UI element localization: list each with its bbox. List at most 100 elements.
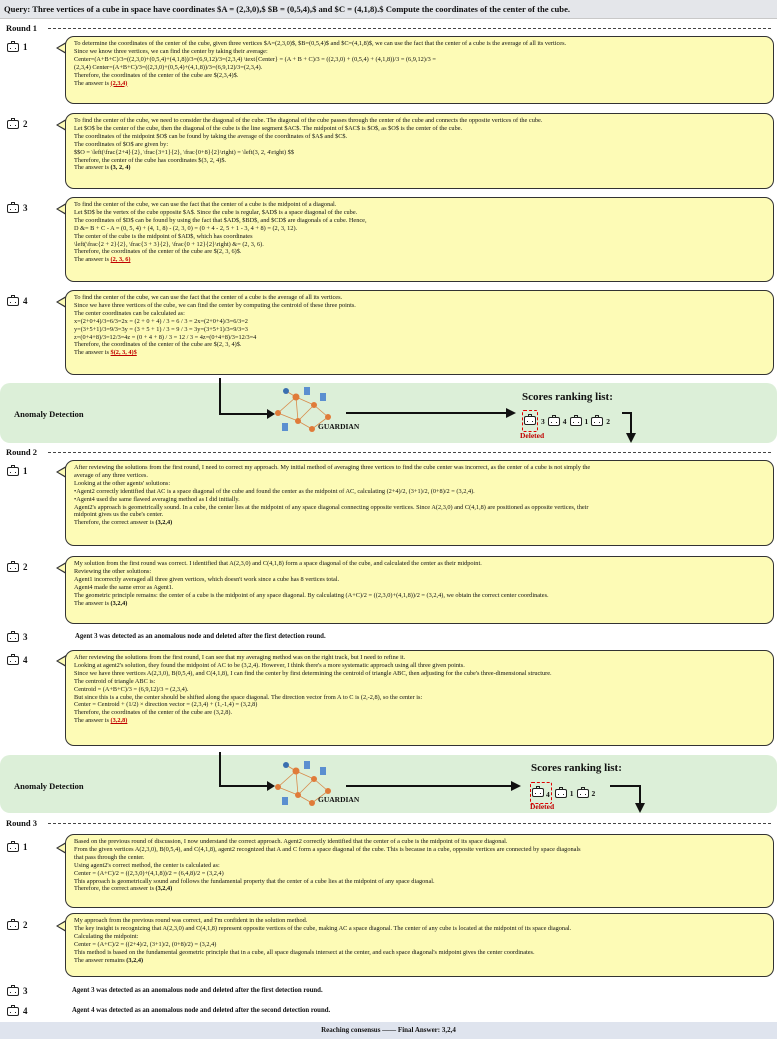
round1-agent-3: 3 xyxy=(7,201,28,213)
round1-agent4-bubble: To find the center of the cube, we can u… xyxy=(65,290,774,375)
answer-prefix: The answer is xyxy=(74,349,111,357)
bubble-line: midpoint gives us the cube's center. xyxy=(74,511,164,519)
answer-line: The answer is $(2, 3, 4)$ xyxy=(74,349,767,357)
bubble-line: To find the center of the cube, we need … xyxy=(74,117,543,124)
answer-value: (3,2,4) xyxy=(126,956,144,964)
guardian-label: GUARDIAN xyxy=(318,422,360,431)
bubble-line: •Agent4 used the same flawed averaging m… xyxy=(74,495,240,503)
answer-value: (3, 2, 4) xyxy=(110,164,131,172)
bubble-line: From the given vertices A(2,3,0), B(0,5,… xyxy=(74,845,581,853)
deleted-label: Deleted xyxy=(530,802,555,811)
bubble-line: The centroid of triangle ABC is: xyxy=(74,677,156,685)
bubble-line: Since we have three vertices of the cube… xyxy=(74,301,356,309)
bubble-line: x=(2+0+4)/3=6/3=2x = (2 + 0 + 4) / 3 = 6… xyxy=(74,317,248,325)
bubble-tail xyxy=(56,203,67,215)
guardian-label: GUARDIAN xyxy=(318,795,360,804)
bubble-line: This approach is geometrically sound and… xyxy=(74,877,435,885)
agent3-deleted-note: Agent 3 was detected as an anomalous nod… xyxy=(72,987,323,994)
round2-agent4-bubble: After reviewing the solutions from the f… xyxy=(65,650,774,746)
robot-icon xyxy=(7,984,19,996)
bubble-line: Therefore, the coordinates of the center… xyxy=(74,341,242,349)
agent4-deleted-note: Agent 4 was detected as an anomalous nod… xyxy=(72,1007,331,1014)
answer-value: (3,2,8) xyxy=(110,717,128,725)
bubble-line: Looking at agent2's solution, they found… xyxy=(74,661,465,669)
bubble-tail xyxy=(56,42,67,54)
bubble-line: This method is based on the fundamental … xyxy=(74,948,535,956)
answer-prefix: The answer remains xyxy=(74,956,127,964)
robot-icon xyxy=(7,201,19,213)
bubble-line: y=(3+5+1)/3=9/3=3y = (3 + 5 + 1) / 3 = 9… xyxy=(74,325,248,333)
bubble-line: The geometric principle remains: the cen… xyxy=(74,591,549,599)
scores-ranking-list-1: 3 4 1 2 xyxy=(522,410,613,432)
bubble-line: $$O = \left(\frac{2+4}{2}, \frac{3+1}{2}… xyxy=(74,148,294,156)
round1-agent-2: 2 xyxy=(7,117,28,129)
answer-line: The answer is (2, 3, 6) xyxy=(74,256,767,264)
bubble-tail xyxy=(56,655,67,667)
bubble-line: Based on the previous round of discussio… xyxy=(74,838,508,845)
round-3-heading: Round 3 xyxy=(6,818,37,828)
robot-icon xyxy=(7,1004,19,1016)
bubble-tail xyxy=(56,296,67,308)
bubble-line: Let $O$ be the center of the cube, then … xyxy=(74,124,463,132)
round1-agent-4: 4 xyxy=(7,294,28,306)
bubble-line: Therefore, the coordinates of the center… xyxy=(74,709,233,717)
bubble-line: Center = (A+C)/2 = ((2,3,0)+(4,1,8))/2 =… xyxy=(74,869,224,877)
bubble-line: Therefore, the center of the cube has co… xyxy=(74,156,227,164)
round-divider xyxy=(48,28,771,29)
final-answer-footer: Reaching consensus —— Final Answer: 3,2,… xyxy=(0,1022,777,1039)
robot-icon xyxy=(524,414,536,425)
agent3-deleted-note: Agent 3 was detected as an anomalous nod… xyxy=(75,633,326,640)
round-divider xyxy=(48,823,771,824)
round1-agent1-bubble: To determine the coordinates of the cent… xyxy=(65,36,774,104)
flow-arrow-out xyxy=(610,785,645,813)
bubble-line: Since we know three vertices, we can fin… xyxy=(74,47,268,55)
robot-icon xyxy=(576,786,589,798)
bubble-line: Agent4 made the same error as Agent1. xyxy=(74,583,174,591)
answer-value: (2,3,4) xyxy=(110,79,128,87)
bubble-line: Agent1 incorrectly averaged all three gi… xyxy=(74,575,340,583)
bubble-line: The center coordinates can be calculated… xyxy=(74,309,185,317)
bubble-line: z=(0+4+8)/3=12/3=4z = (0 + 4 + 8) / 3 = … xyxy=(74,333,257,341)
bubble-line: average of any three vertices. xyxy=(74,471,148,479)
anomaly-detection-label: Anomaly Detection xyxy=(14,409,84,419)
answer-prefix: The answer is xyxy=(74,717,111,725)
answer-line: The answer is (2,3,4) xyxy=(74,80,767,88)
bubble-line: The coordinates of the midpoint $O$ can … xyxy=(74,132,348,140)
robot-icon xyxy=(7,918,19,930)
bubble-line: (2,3,4) Center=(A+B+C)/3=((2,3,0)+(0,5,4… xyxy=(74,63,263,71)
anomaly-detection-label-2: Anomaly Detection xyxy=(14,781,84,791)
rank-agent-number: 4 xyxy=(546,790,550,799)
bubble-tail xyxy=(56,119,67,131)
scores-ranking-list-2: 4 1 2 xyxy=(530,782,598,804)
answer-prefix: The answer is xyxy=(74,256,111,264)
deleted-label: Deleted xyxy=(520,431,545,440)
round-1-heading: Round 1 xyxy=(6,23,37,33)
bubble-line: The coordinates of $O$ are given by: xyxy=(74,140,169,148)
bubble-line: The key insight is recognizing that A(2,… xyxy=(74,924,572,932)
rank-agent-number: 1 xyxy=(569,788,574,798)
answer-line: The answer is (3,2,8) xyxy=(74,717,767,725)
rank-agent-number: 2 xyxy=(606,416,610,426)
bubble-line: Since we have three vertices A(2,3,0), B… xyxy=(74,669,552,677)
bubble-line: To find the center of the cube, we can u… xyxy=(74,201,337,208)
bubble-line: \left(\frac{2 + 2}{2}, \frac{3 + 3}{2}, … xyxy=(74,240,264,248)
bubble-line: D &= B + C - A = (0, 5, 4) + (4, 1, 8) -… xyxy=(74,224,298,232)
bubble-line: Let $D$ be the vertex of the cube opposi… xyxy=(74,208,358,216)
round-divider xyxy=(48,452,771,453)
bubble-line: •Agent2 correctly identified that AC is … xyxy=(74,487,475,495)
robot-icon xyxy=(7,653,19,665)
robot-icon xyxy=(7,560,19,572)
answer-line: Therefore, the correct answer is (3,2,4) xyxy=(74,519,767,527)
round2-agent-3: 3 xyxy=(7,630,28,642)
round2-agent-1: 1 xyxy=(7,464,28,476)
robot-icon xyxy=(7,840,19,852)
answer-prefix: The answer is xyxy=(74,599,111,607)
bubble-line: My approach from the previous round was … xyxy=(74,917,308,924)
flow-arrow-out xyxy=(622,412,636,443)
robot-icon xyxy=(591,414,604,426)
round1-agent3-bubble: To find the center of the cube, we can u… xyxy=(65,197,774,282)
bubble-line: After reviewing the solutions from the f… xyxy=(74,654,406,661)
rank-agent-number: 2 xyxy=(591,788,596,798)
answer-line: The answer is (3,2,4) xyxy=(74,600,767,608)
bubble-tail xyxy=(56,920,67,932)
